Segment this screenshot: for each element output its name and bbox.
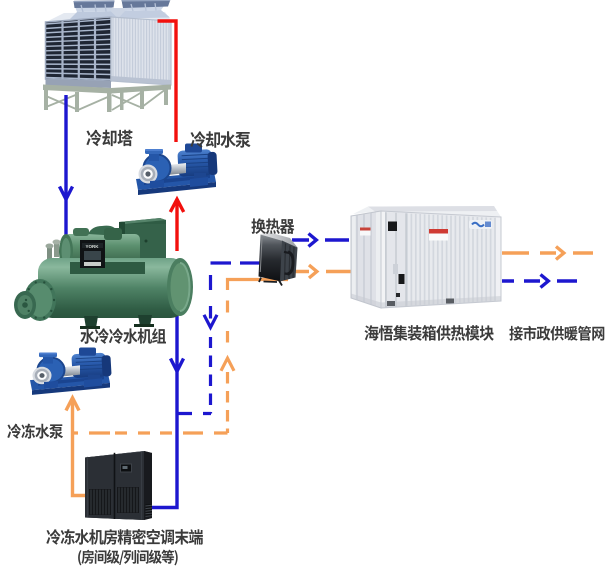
svg-text:YORK: YORK — [85, 244, 99, 249]
